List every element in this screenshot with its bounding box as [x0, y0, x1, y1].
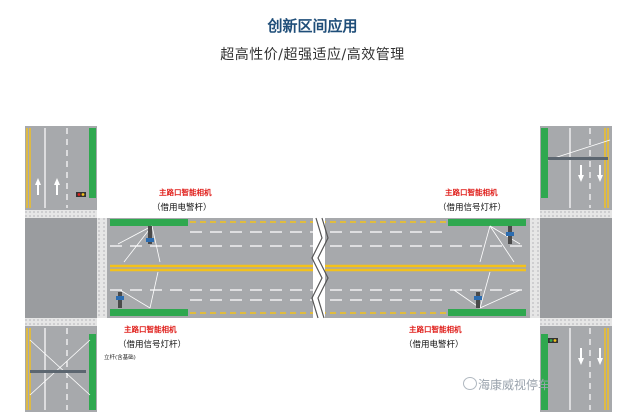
page-title: 创新区间应用	[267, 17, 358, 35]
label-bottom-left-sub: （借用信号灯杆）	[118, 339, 186, 350]
arrow-icons	[35, 165, 603, 365]
road-top-left	[25, 126, 97, 210]
watermark: 海康威视停车	[478, 378, 551, 392]
road-top-right	[540, 126, 612, 210]
camera-icons	[30, 157, 608, 373]
wechat-icon	[463, 377, 477, 390]
label-top-left-sub: （借用电警杆）	[152, 202, 212, 213]
label-bottom-left-title: 主路口智能相机	[124, 324, 177, 334]
crosswalks	[25, 210, 612, 326]
label-pole-note: 立杆(含基础)	[104, 353, 136, 361]
intersection-right	[540, 218, 612, 318]
label-bottom-right-title: 主路口智能相机	[409, 324, 462, 334]
label-top-right-sub: （借用信号灯杆）	[438, 202, 506, 213]
break-symbol	[311, 217, 329, 319]
camera-coverage-lines	[29, 139, 611, 396]
intersection-left	[25, 218, 97, 318]
road-bottom-left	[25, 326, 97, 412]
label-bottom-right-sub: （借用电警杆）	[404, 339, 464, 350]
green-strips	[89, 128, 548, 410]
crosswalk-stripes	[25, 211, 612, 325]
label-top-right-title: 主路口智能相机	[445, 187, 498, 197]
page-subtitle: 超高性价/超强适应/高效管理	[220, 47, 405, 63]
label-top-left-title: 主路口智能相机	[159, 187, 212, 197]
